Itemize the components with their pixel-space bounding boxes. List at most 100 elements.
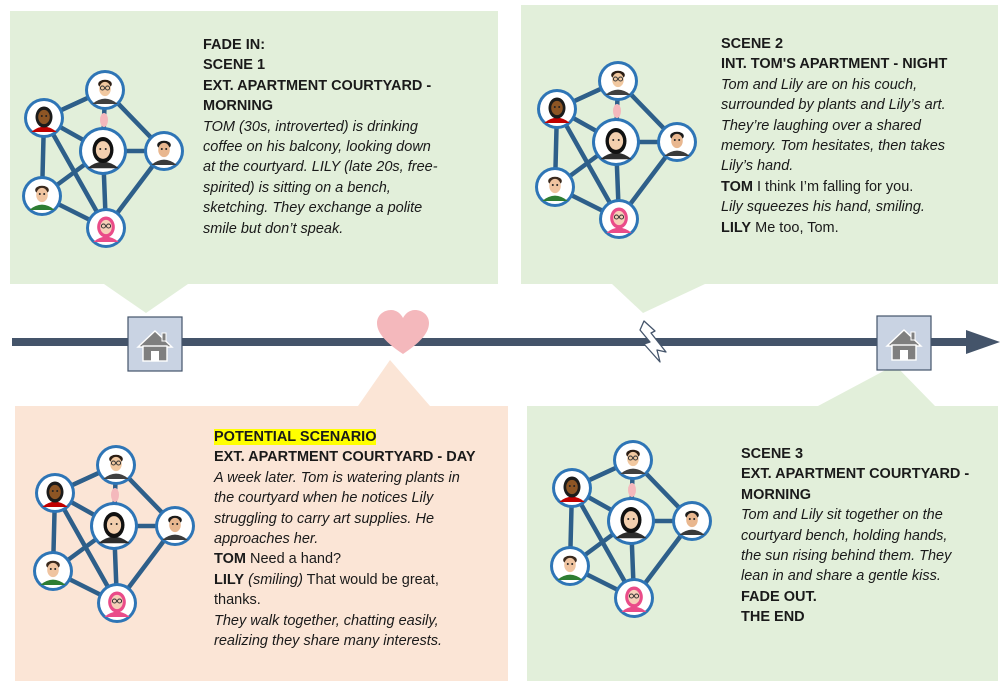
scene1-line: spirited) is sitting on a bench, <box>203 178 438 198</box>
people-network-icon <box>33 445 195 623</box>
script-text: surrounded by plants and Lily’s art. <box>721 97 946 114</box>
script-text: Tom and Lily are on his couch, <box>721 76 918 93</box>
avatar <box>33 551 73 591</box>
script-text: lean in and share a gentle kiss. <box>741 568 941 585</box>
script-text: A week later. Tom is watering plants in <box>214 469 460 486</box>
speaker-name: LILY <box>721 219 752 236</box>
script-text: EXT. APARTMENT COURTYARD - <box>203 77 432 94</box>
people-network-icon <box>535 61 697 239</box>
script-text: memory. Tom hesitates, then takes <box>721 138 946 155</box>
lightning-icon <box>639 320 667 363</box>
script-text: approaches her. <box>214 531 319 548</box>
potential-line: approaches her. <box>214 529 476 549</box>
script-text: the courtyard when he notices Lily <box>214 490 434 507</box>
script-text: THE END <box>741 609 805 626</box>
scene3-line: courtyard bench, holding hands, <box>741 526 969 546</box>
avatar <box>97 583 137 623</box>
dialogue-text: That would be great, <box>302 571 439 588</box>
potential-line: POTENTIAL SCENARIO <box>214 427 476 447</box>
script-text: They’re laughing over a shared <box>721 117 921 134</box>
scene2-text: SCENE 2 INT. TOM'S APARTMENT - NIGHT Tom a… <box>721 34 947 238</box>
avatar <box>598 61 638 101</box>
scene1-text: FADE IN: SCENE 1 EXT. APARTMENT COURTYARD … <box>203 35 438 239</box>
potential-line: A week later. Tom is watering plants in <box>214 468 476 488</box>
avatar <box>86 208 126 248</box>
script-text: SCENE 2 <box>721 36 784 52</box>
avatar <box>144 131 184 171</box>
avatar <box>35 473 75 513</box>
script-text: FADE IN: <box>203 37 266 53</box>
house-icon <box>127 316 183 372</box>
scene2-line: LILY Me too, Tom. <box>721 218 947 238</box>
avatar <box>537 89 577 129</box>
scene2-line: memory. Tom hesitates, then takes <box>721 136 947 156</box>
scene1-line: SCENE 1 <box>203 55 438 75</box>
scene2-line: Lily squeezes his hand, smiling. <box>721 197 947 217</box>
script-text: INT. TOM'S APARTMENT - NIGHT <box>721 56 948 73</box>
avatar <box>613 440 653 480</box>
script-text: FADE OUT. <box>741 588 817 605</box>
avatar <box>599 199 639 239</box>
dialogue-text: Need a hand? <box>245 551 342 568</box>
script-text: sketching. They exchange a polite <box>203 200 423 217</box>
scene1-line: TOM (30s, introverted) is drinking <box>203 117 438 137</box>
script-text: struggling to carry art supplies. He <box>214 510 435 527</box>
scene1-callout <box>10 11 498 313</box>
potential-line: TOM Need a hand? <box>214 549 476 569</box>
scene1-line: EXT. APARTMENT COURTYARD - <box>203 76 438 96</box>
potential-callout <box>15 360 508 681</box>
scene2-callout <box>521 5 998 313</box>
script-text: Lily squeezes his hand, smiling. <box>721 199 925 216</box>
script-text: coffee on his balcony, looking down <box>203 139 431 156</box>
scene2-line: Lily’s hand. <box>721 156 947 176</box>
script-text: smile but don’t speak. <box>203 220 344 237</box>
character-networks <box>22 61 712 623</box>
heart-icon <box>377 310 429 354</box>
scene1-line: at the courtyard. LILY (late 20s, free- <box>203 157 438 177</box>
scene3-line: THE END <box>741 607 969 627</box>
potential-line: realizing they share many interests. <box>214 631 476 651</box>
avatar <box>672 501 712 541</box>
script-text: MORNING <box>203 98 274 115</box>
parenthetical: (smiling) <box>244 571 303 588</box>
script-text: TOM (30s, introverted) is drinking <box>203 118 418 135</box>
scene1-line: MORNING <box>203 96 438 116</box>
people-network-icon <box>550 440 712 618</box>
script-text: at the courtyard. LILY (late 20s, free- <box>203 159 438 176</box>
scene3-line: MORNING <box>741 485 969 505</box>
script-text: Lily’s hand. <box>721 158 794 175</box>
script-text: spirited) is sitting on a bench, <box>203 179 391 196</box>
scene1-line: FADE IN: <box>203 35 438 55</box>
arrow-right-icon <box>966 330 1000 354</box>
potential-line: LILY (smiling) That would be great, <box>214 570 476 590</box>
avatar <box>155 506 195 546</box>
potential-line: struggling to carry art supplies. He <box>214 509 476 529</box>
script-text: Tom and Lily sit together on the <box>741 507 943 524</box>
dialogue-text: I think I’m falling for you. <box>752 178 914 195</box>
speaker-name: LILY <box>214 571 245 588</box>
script-text: EXT. APARTMENT COURTYARD - DAY <box>214 449 476 466</box>
scene1-line: coffee on his balcony, looking down <box>203 137 438 157</box>
script-text: MORNING <box>741 486 812 503</box>
avatar <box>96 445 136 485</box>
speaker-name: TOM <box>721 178 753 195</box>
scene1-line: smile but don’t speak. <box>203 219 438 239</box>
potential-scenario-text: POTENTIAL SCENARIO EXT. APARTMENT COURTYA… <box>214 427 476 651</box>
avatar <box>592 118 640 166</box>
scene2-line: Tom and Lily are on his couch, <box>721 75 947 95</box>
scene3-line: FADE OUT. <box>741 587 969 607</box>
house-icon <box>876 315 932 371</box>
script-text: courtyard bench, holding hands, <box>741 527 948 544</box>
avatar <box>657 122 697 162</box>
speaker-name: TOM <box>214 551 246 568</box>
script-text: EXT. APARTMENT COURTYARD - <box>741 466 970 483</box>
script-text: thanks. <box>214 592 261 609</box>
avatar <box>85 70 125 110</box>
scene2-line: TOM I think I’m falling for you. <box>721 177 947 197</box>
scene3-line: EXT. APARTMENT COURTYARD - <box>741 464 969 484</box>
people-network-icon <box>22 70 184 248</box>
scene2-line: INT. TOM'S APARTMENT - NIGHT <box>721 54 947 74</box>
avatar <box>614 578 654 618</box>
